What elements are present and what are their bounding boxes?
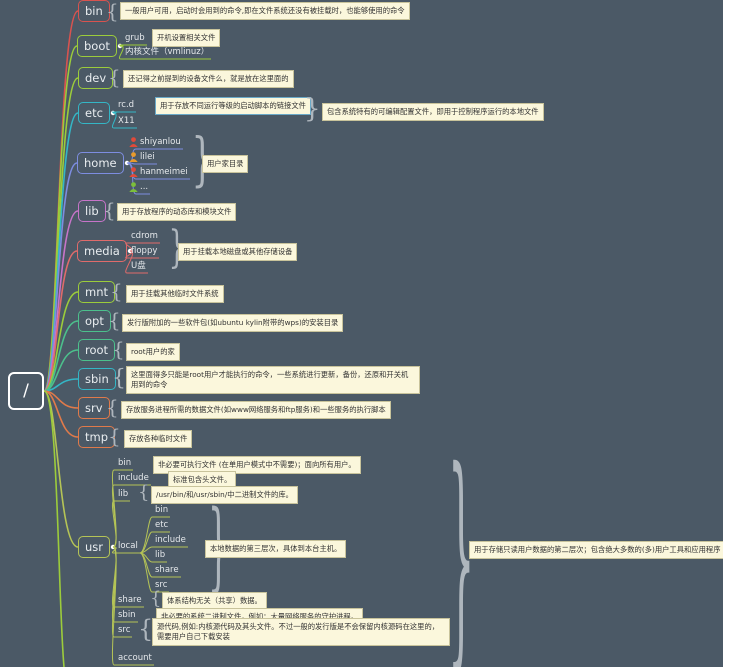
usr-wire-2 [112, 500, 130, 548]
note-tmp: 存放各种临时文件 [124, 430, 193, 448]
brace-sbin: { [112, 366, 126, 391]
brace-mnt: { [110, 279, 123, 303]
user-green-icon [129, 182, 138, 192]
node-usr[interactable]: usr [78, 536, 111, 558]
node-mnt[interactable]: mnt [78, 281, 115, 303]
home-lilei[interactable]: lilei [140, 152, 155, 162]
brace-usr-src: { [138, 615, 154, 643]
home-hanmeimei[interactable]: hanmeimei [140, 167, 188, 177]
brace-lib: { [103, 198, 116, 222]
etc-rcd[interactable]: rc.d [118, 100, 135, 110]
media-udisk[interactable]: U盘 [131, 261, 146, 271]
local-wire-2 [139, 546, 188, 554]
usr-share[interactable]: share [118, 595, 142, 605]
brace-dev: { [108, 65, 121, 89]
brace-srv: { [106, 395, 119, 419]
note-sbin: 这里面得多只能是root用户才能执行的命令，一些系统进行更新，备份，还原和开关机… [126, 366, 420, 394]
note-usr-lib: /usr/bin/和/usr/sbin/中二进制文件的库。 [151, 486, 298, 504]
note-home: 用户家目录 [202, 155, 249, 173]
note-rcd: 用于存放不同运行等级的启动脚本的链接文件 [155, 97, 311, 115]
note-usr-local: 本地数据的第三层次，具体到本台主机。 [205, 540, 347, 558]
note-root: root用户的家 [126, 343, 180, 361]
brace-opt: { [108, 308, 121, 332]
wire-mnt [43, 291, 79, 392]
etc-wire-0 [112, 111, 136, 114]
brace-usr-share: { [150, 588, 162, 609]
brace-bin: { [106, 0, 119, 23]
note-media: 用于挂载本地磁盘或其他存储设备 [178, 243, 298, 261]
usr-local[interactable]: local [118, 541, 138, 551]
local-lib[interactable]: lib [155, 550, 166, 560]
etc-wire-1 [112, 112, 137, 129]
node-home[interactable]: home [77, 152, 124, 174]
node-media[interactable]: media [77, 240, 127, 262]
brace-etc: } [304, 94, 321, 124]
node-bin[interactable]: bin [78, 0, 110, 22]
note-etc: 包含系统特有的可编辑配置文件，即用于控制程序运行的本地文件 [322, 103, 544, 121]
home-wire-1 [126, 162, 157, 165]
home-wire-3 [126, 162, 150, 195]
node-dev[interactable]: dev [78, 67, 114, 89]
node-sbin[interactable]: sbin [78, 368, 116, 390]
local-include[interactable]: include [155, 535, 186, 545]
user-red-icon [129, 167, 138, 177]
boot-grub[interactable]: grub [125, 33, 145, 43]
node-lib[interactable]: lib [78, 200, 106, 222]
wire-media [43, 250, 78, 392]
user-red-icon [129, 137, 138, 147]
note-usr-bin: 非必要可执行文件 (在单用户模式中不需要)；面向所有用户。 [153, 456, 361, 474]
note-mnt: 用于挂载其他临时文件系统 [126, 285, 224, 303]
usr-src[interactable]: src [118, 625, 131, 635]
usr-wire-7 [111, 546, 154, 666]
brace-usr-lib: { [138, 482, 150, 503]
note-bin: 一般用户可用，启动时会用到的命令,即在文件系统还没有被挂载时，也能够使用的命令 [120, 2, 410, 20]
usr-include[interactable]: include [118, 473, 149, 483]
media-floppy[interactable]: floppy [131, 246, 158, 256]
node-etc[interactable]: etc [78, 102, 110, 124]
usr-bin[interactable]: bin [118, 458, 132, 468]
node-boot[interactable]: boot [77, 35, 117, 57]
local-wire-1 [139, 531, 170, 554]
note-grub: 开机设置相关文件 [152, 29, 221, 47]
usr-lib[interactable]: lib [118, 489, 129, 499]
usr-sbin[interactable]: sbin [118, 610, 136, 620]
note-srv: 存放服务进程所需的数据文件(如www网络服务和ftp服务)和一些服务的执行脚本 [121, 401, 391, 419]
user-orange-icon [129, 152, 138, 162]
usr-account[interactable]: account [118, 653, 152, 663]
node-root[interactable]: root [78, 339, 116, 361]
wire-offscreen [43, 390, 65, 667]
etc-x11[interactable]: X11 [118, 116, 135, 126]
note-usr-src: 源代码,例如:内核源代码及其头文件。不过一般的发行版是不会保留内核源码在这里的，… [152, 618, 450, 646]
home-more[interactable]: ... [140, 182, 149, 192]
local-src[interactable]: src [155, 580, 168, 590]
note-dev: 还记得之前提到的设备文件么，就是放在这里面的 [123, 70, 294, 88]
boot-vmlinuz[interactable]: 内核文件（vmlinuz） [125, 47, 210, 57]
root-node[interactable]: / [8, 372, 44, 410]
node-opt[interactable]: opt [78, 310, 111, 332]
home-shiyanlou[interactable]: shiyanlou [140, 137, 181, 147]
local-share[interactable]: share [155, 565, 179, 575]
node-srv[interactable]: srv [78, 397, 110, 419]
node-tmp[interactable]: tmp [78, 426, 116, 448]
media-wire-2 [125, 250, 148, 274]
note-usr: 用于存储只读用户数据的第二层次；包含绝大多数的(多)用户工具和应用程序 [469, 541, 723, 559]
local-bin[interactable]: bin [155, 505, 169, 515]
local-wire-5 [139, 552, 169, 593]
brace-tmp: { [108, 424, 121, 448]
brace-root: { [112, 337, 125, 361]
note-opt: 发行版附加的一些软件包(如ubuntu kylin附带的wps)的安装目录 [122, 314, 344, 332]
media-cdrom[interactable]: cdrom [131, 231, 158, 241]
wire-usr [43, 390, 79, 548]
usr-wire-3 [112, 546, 140, 554]
note-lib: 用于存放程序的动态库和模块文件 [117, 203, 237, 221]
boot-wire-1 [119, 45, 211, 60]
wire-opt [43, 320, 79, 392]
wire-tmp [43, 390, 79, 438]
local-etc[interactable]: etc [155, 520, 169, 530]
boot-wire-0 [119, 44, 147, 47]
